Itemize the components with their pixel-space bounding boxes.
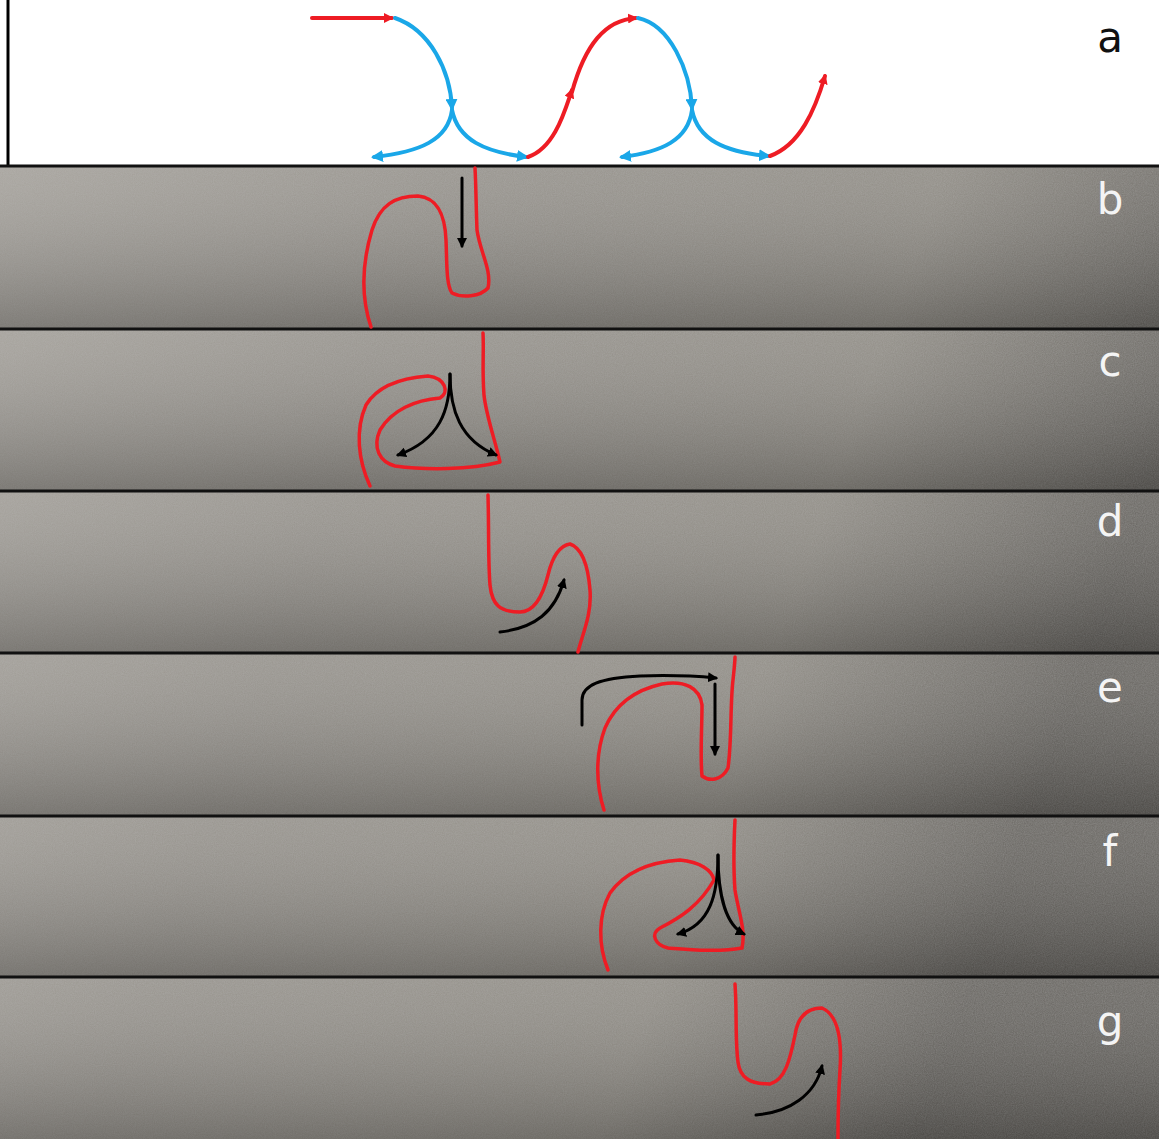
panel-letter: c	[1098, 341, 1121, 383]
panel-letter: e	[1097, 667, 1123, 709]
panel-letter: a	[1097, 17, 1123, 59]
flow-schematic	[312, 18, 825, 157]
panel-letter: d	[1097, 501, 1124, 543]
panel-separators	[0, 166, 1159, 977]
photo-panels	[0, 166, 1159, 1139]
panel-letter: f	[1103, 831, 1118, 873]
panel-letter: g	[1097, 1001, 1124, 1043]
panel-letter: b	[1097, 179, 1124, 221]
interface-outlines	[359, 168, 840, 1139]
flow-arrows	[398, 178, 822, 1115]
